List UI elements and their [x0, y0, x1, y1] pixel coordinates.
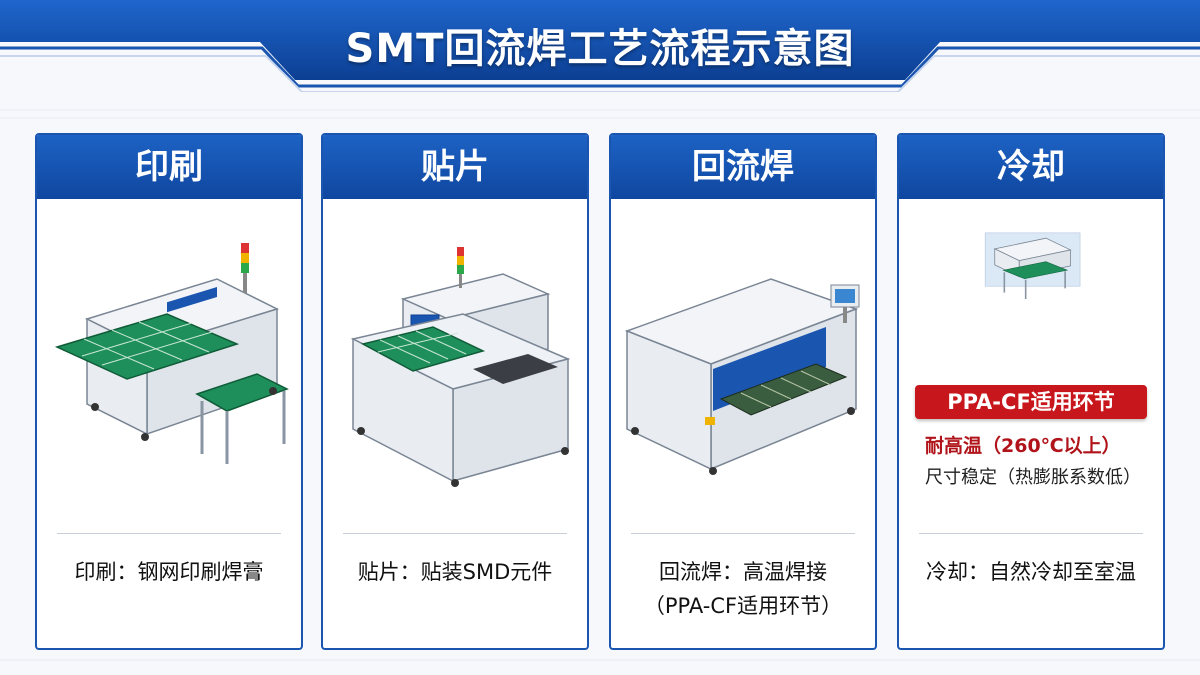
divider [919, 533, 1143, 534]
step-title: 印刷 [37, 135, 301, 199]
property-heat-resistance: 耐高温（260℃以上） [925, 435, 1121, 457]
ppa-cf-badge: PPA-CF适用环节 [915, 385, 1147, 419]
pick-and-place-machine-icon [350, 247, 571, 487]
step-card-printing: 印刷 印刷：钢网印刷焊膏 [35, 133, 303, 650]
divider [631, 533, 855, 534]
step-card-placement: 贴片 贴片：贴装SMD元件 [321, 133, 589, 650]
divider [343, 533, 567, 534]
reflow-oven-icon [624, 278, 860, 475]
cooling-conveyor-icon [984, 232, 1081, 299]
step-title: 贴片 [323, 135, 587, 199]
page-title: SMT回流焊工艺流程示意图 [345, 26, 855, 72]
step-card-reflow: 回流焊 回流焊：高温焊接 （PPA-CF适用环节） [609, 133, 877, 650]
step-caption: 冷却：自然冷却至室温 [926, 560, 1136, 584]
step-caption: 贴片：贴装SMD元件 [357, 560, 553, 584]
step-title: 回流焊 [611, 135, 875, 199]
step-title: 冷却 [899, 135, 1163, 199]
divider [57, 533, 281, 534]
property-dimensional-stability: 尺寸稳定（热膨胀系数低） [925, 467, 1141, 488]
screen-printer-machine-icon [54, 243, 289, 464]
step-card-cooling: 冷却 PPA-CF适用环节 耐高温（260℃以上） 尺寸稳定（热膨胀系数低） 冷… [897, 133, 1165, 650]
header-banner [0, 0, 1200, 92]
step-caption: 回流焊：高温焊接 （PPA-CF适用环节） [643, 560, 843, 618]
step-caption: 印刷：钢网印刷焊膏 [74, 560, 264, 584]
